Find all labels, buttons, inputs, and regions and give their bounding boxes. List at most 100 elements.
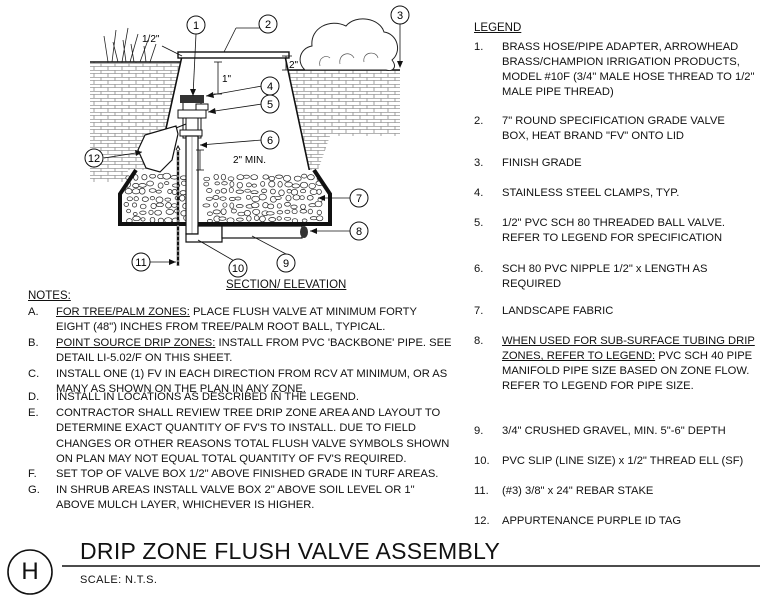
legend-item-line: MANIFOLD PIPE SIZE BASED ON ZONE FLOW. <box>502 365 750 377</box>
dimension-lines <box>161 45 292 171</box>
note-line: SET TOP OF VALVE BOX 1/2" ABOVE FINISHED… <box>56 468 439 480</box>
gravel-stone <box>123 202 129 207</box>
detail-scale: SCALE: N.T.S. <box>80 574 158 586</box>
gravel-stone <box>274 195 282 200</box>
gravel-stone <box>299 209 308 214</box>
leader-arrows <box>135 61 403 265</box>
legend-item-number: 4. <box>474 187 484 199</box>
note-line: CHANGES OR OTHER REASONS TOTAL FLUSH VAL… <box>56 437 450 450</box>
note-line: DETAIL LI-5.02/F ON THIS SHEET. <box>56 352 233 365</box>
callout-12: 12 <box>88 153 100 165</box>
note-letter: G. <box>28 484 40 496</box>
gravel-stone <box>262 174 270 180</box>
gravel-stone <box>246 182 252 188</box>
gravel-stone <box>284 202 291 207</box>
landscape-fabric <box>118 168 332 226</box>
callout-8: 8 <box>356 226 362 238</box>
shrub <box>299 18 399 71</box>
legend-item-number: 3. <box>474 157 484 169</box>
gravel-stone <box>300 181 308 189</box>
rebar-stake <box>175 144 181 266</box>
gravel-stone <box>316 209 322 216</box>
gravel-stone <box>307 174 315 181</box>
legend-item-text: PVC SLIP (LINE SIZE) x 1/2" THREAD ELL (… <box>502 454 743 469</box>
note-line: ABOVE MULCH LAYER, WHICHEVER IS HIGHER. <box>56 499 315 512</box>
gravel-stone <box>278 189 285 197</box>
gravel-stone <box>150 203 157 209</box>
note-text: IN SHRUB AREAS INSTALL VALVE BOX 2" ABOV… <box>56 483 415 514</box>
note-text: INSTALL ONE (1) FV IN EACH DIRECTION FRO… <box>56 367 447 398</box>
gravel-stone <box>251 183 257 188</box>
gravel-stone <box>132 212 138 216</box>
gravel-stone <box>252 208 261 215</box>
gravel-stone <box>165 202 172 209</box>
legend-item-number: 9. <box>474 425 484 437</box>
gravel-stone <box>265 211 275 216</box>
note-letter: B. <box>28 337 39 349</box>
legend-item-number: 8. <box>474 335 484 347</box>
dim-two-min: 2" MIN. <box>233 155 266 166</box>
gravel-stone <box>157 182 164 189</box>
gravel-stone <box>203 181 210 187</box>
legend-item-text: LANDSCAPE FABRIC <box>502 304 613 319</box>
gravel-stone <box>284 216 292 221</box>
gravel-stone <box>215 189 221 194</box>
title-block <box>7 549 760 595</box>
legend-item-line: 7" ROUND SPECIFICATION GRADE VALVE <box>502 115 725 127</box>
gravel-stone <box>290 204 298 210</box>
detail-letter: H <box>21 558 39 585</box>
gravel-stone <box>212 209 221 215</box>
note-text: POINT SOURCE DRIP ZONES: INSTALL FROM PV… <box>56 336 452 367</box>
callout-2: 2 <box>265 19 271 31</box>
legend-item-number: 1. <box>474 41 484 53</box>
gravel-stone <box>138 183 147 188</box>
legend-item-text: APPURTENANCE PURPLE ID TAG <box>502 514 681 529</box>
gravel-stone <box>283 174 292 182</box>
gravel-stone <box>300 203 306 210</box>
gravel-stone <box>171 189 178 195</box>
gravel-stone <box>132 183 140 189</box>
gravel-stone <box>212 195 220 200</box>
gravel-stone <box>228 187 234 194</box>
gravel-stone <box>258 193 267 201</box>
callout-1: 1 <box>193 20 199 32</box>
gravel-stone <box>155 189 162 194</box>
gravel-stone <box>235 189 244 194</box>
legend-item-line: BOX, HEAT BRAND "FV" ONTO LID <box>502 130 685 142</box>
gravel-stone <box>221 181 228 186</box>
gravel-stone <box>268 217 277 222</box>
legend-item-text: (#3) 3/8" x 24" REBAR STAKE <box>502 484 653 499</box>
gravel-stone <box>292 194 301 201</box>
legend-item-line: MALE PIPE THREAD) <box>502 86 614 98</box>
callout-3: 3 <box>397 10 403 22</box>
legend-item-number: 2. <box>474 115 484 127</box>
gravel-stone <box>131 202 138 208</box>
legend-item-line: 3/4" CRUSHED GRAVEL, MIN. 5"-6" DEPTH <box>502 425 726 437</box>
legend-item-text: STAINLESS STEEL CLAMPS, TYP. <box>502 186 679 201</box>
gravel-stone <box>293 175 302 182</box>
callout-6: 6 <box>267 135 273 147</box>
callout-numbers: 1 2 3 4 5 6 7 8 9 10 11 12 <box>88 10 403 275</box>
gravel-stone <box>301 218 308 223</box>
gravel-bed <box>120 170 325 224</box>
gravel-stone <box>275 174 283 179</box>
callout-circles <box>84 5 410 278</box>
gravel-stone <box>236 217 244 222</box>
gravel-stone <box>124 188 133 195</box>
gravel-stone <box>316 188 322 195</box>
gravel-stone <box>307 208 313 215</box>
legend-item-text: 7" ROUND SPECIFICATION GRADE VALVE BOX, H… <box>502 114 725 144</box>
gravel-stone <box>179 194 186 202</box>
dim-two-inch: 2" <box>289 60 299 71</box>
grass-tufts <box>103 27 157 63</box>
legend-item-number: 7. <box>474 305 484 317</box>
gravel-stone <box>205 196 213 201</box>
note-line: INSTALL IN LOCATIONS AS DESCRIBED IN THE… <box>56 391 359 403</box>
gravel-stone <box>291 208 298 215</box>
gravel-stone <box>237 211 246 217</box>
gravel-stone <box>141 174 148 181</box>
gravel-stone <box>291 183 300 189</box>
